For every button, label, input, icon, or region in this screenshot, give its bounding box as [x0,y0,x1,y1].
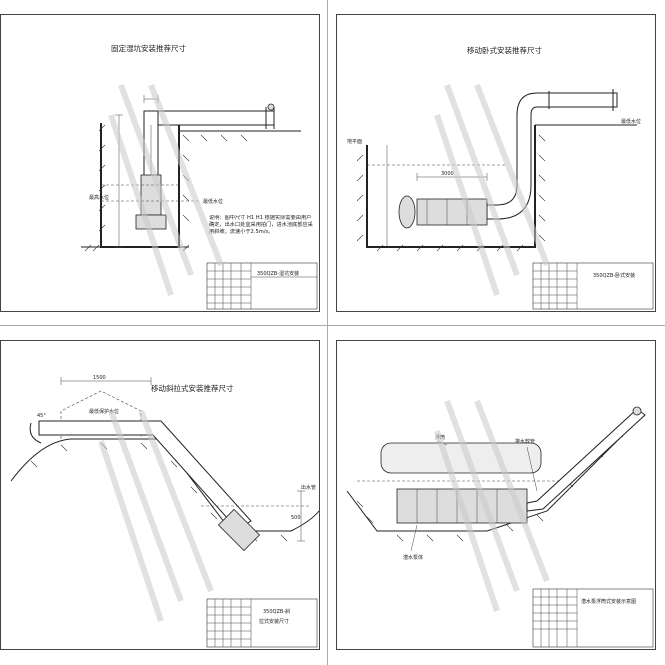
submersible-pump [416,198,488,226]
vertical-divider [327,0,328,665]
drawing-label: 350QZB-斜 [263,608,290,615]
ground-profile [10,438,319,532]
drawing-title: 固定湿坑安装推荐尺寸 [111,43,186,53]
title-block: 350QZB-湿坑安装 [206,262,318,310]
watermark-logo [434,399,550,612]
submersible-pump [217,508,261,552]
level-label-2: 最低水位 [621,118,641,125]
dimension-label: 3000 [441,171,454,177]
pump-shed [60,390,142,439]
float-drawing: 浮筒 排水软管 潜水泵体 潜水泵浮筒式安装示意图 [346,399,654,648]
drawing-sheet-horizontal: 移动卧式安装推荐尺寸 地平面 最低水位 3000 350QZB-卧式安装 [336,14,656,312]
watermark-logo [108,83,224,296]
horizontal-divider [0,325,665,326]
discharge-pipe [38,420,252,530]
pit-walls [366,125,536,248]
drawing-label: 350QZB-卧式安装 [593,272,635,279]
callout-3: 潜水泵体 [403,554,423,561]
level-label-1: 地平面 [347,138,362,145]
cover-label-1: 最低保护水位 [89,408,119,415]
drawing-sheet-wet-pit: 固定湿坑安装推荐尺寸 最高水位 最低水位 说明：图中尺寸 H1 H1 根据实际需… [0,14,320,312]
drawing-label: 潜水泵浮筒式安装示意图 [581,598,636,605]
dimension-label-2: 500 [291,515,301,521]
level-label-2: 最低水位 [203,198,223,205]
drawing-label-2: 拉式安装尺寸 [259,618,289,625]
ground-profile [346,420,638,532]
cover-label-2: 出水管 [301,484,316,491]
title-block: 350QZB-斜 拉式安装尺寸 [206,598,318,648]
drawing-title: 移动斜拉式安装推荐尺寸 [151,383,234,393]
callout-2: 排水软管 [515,438,535,445]
drawing-sheet-float: 浮筒 排水软管 潜水泵体 潜水泵浮筒式安装示意图 [336,340,656,650]
level-label-1: 最高水位 [89,194,109,201]
installation-note: 说明：图中尺寸 H1 H1 根据实际需要由用户确定，出水口处宜采用拍门，进水池底… [209,215,313,235]
watermark-logo [98,409,214,622]
drawing-label: 350QZB-湿坑安装 [257,270,299,277]
inclined-drawing: 移动斜拉式安装推荐尺寸 1500 最低保护水位 45° 500 出水管 350Q… [10,375,319,648]
title-block: 350QZB-卧式安装 [532,262,654,310]
discharge-hose [526,408,646,512]
title-block: 潜水泵浮筒式安装示意图 [532,588,654,648]
drawing-title: 移动卧式安装推荐尺寸 [467,45,542,55]
horizontal-drawing: 移动卧式安装推荐尺寸 地平面 最低水位 3000 350QZB-卧式安装 [347,45,654,310]
dimension-label-1: 1500 [93,375,106,381]
angle-label: 45° [37,413,46,419]
wet-pit-drawing: 固定湿坑安装推荐尺寸 最高水位 最低水位 说明：图中尺寸 H1 H1 根据实际需… [81,43,318,310]
drawing-sheet-inclined: 移动斜拉式安装推荐尺寸 1500 最低保护水位 45° 500 出水管 350Q… [0,340,320,650]
watermark-logo [434,83,550,296]
